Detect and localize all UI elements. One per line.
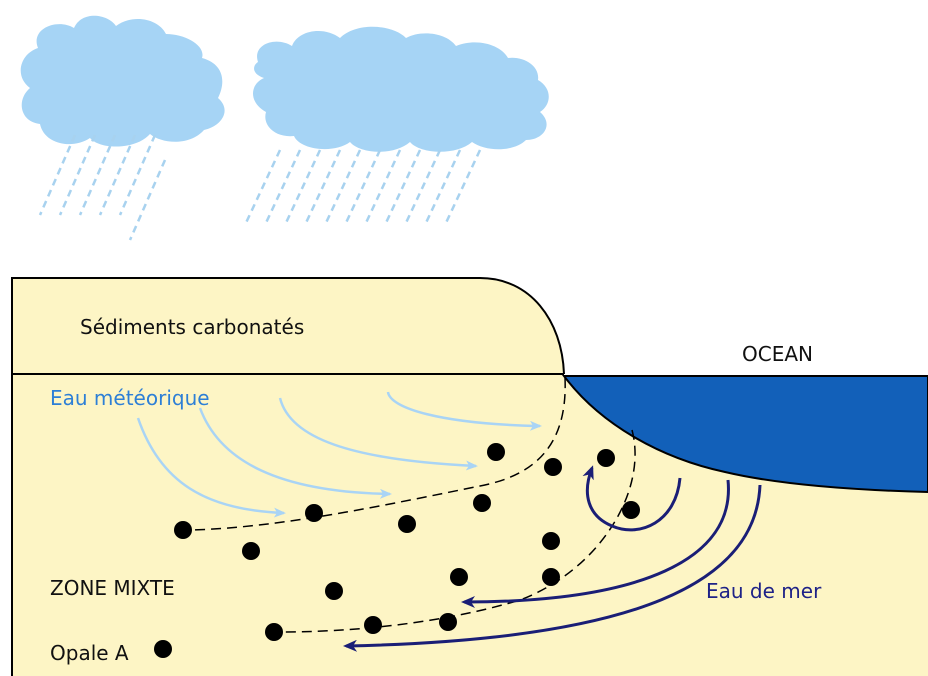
opal-dot bbox=[622, 501, 640, 519]
sediment-outline bbox=[11, 277, 565, 676]
opal-dot bbox=[544, 458, 562, 476]
opal-dot bbox=[542, 568, 560, 586]
opal-dot bbox=[242, 542, 260, 560]
opal-dot bbox=[364, 616, 382, 634]
ocean-label: OCEAN bbox=[742, 342, 813, 366]
mixing-zone-label: ZONE MIXTE bbox=[50, 576, 175, 600]
meteoric-water-label: Eau météorique bbox=[50, 386, 210, 410]
rain bbox=[38, 134, 482, 241]
ocean-water bbox=[561, 375, 928, 494]
opal-dot bbox=[265, 623, 283, 641]
opal-dot bbox=[597, 449, 615, 467]
opal-dot bbox=[450, 568, 468, 586]
opal-dot bbox=[473, 494, 491, 512]
opal-dot bbox=[439, 613, 457, 631]
meteoric-water-arrows bbox=[136, 391, 542, 518]
opal-dot bbox=[542, 532, 560, 550]
legend-opal-dot bbox=[154, 640, 172, 658]
mixing-zone-boundaries bbox=[189, 377, 636, 633]
legend-opal-label: Opale A bbox=[50, 641, 129, 665]
opal-dot bbox=[305, 504, 323, 522]
seawater-arrows bbox=[343, 465, 762, 652]
cloud-left bbox=[20, 15, 225, 147]
sediment-body bbox=[12, 278, 928, 676]
opal-dot bbox=[174, 521, 192, 539]
opal-dot bbox=[325, 582, 343, 600]
opal-dot bbox=[487, 443, 505, 461]
opal-dots bbox=[174, 443, 640, 641]
seawater-label: Eau de mer bbox=[706, 579, 822, 603]
opal-dot bbox=[398, 515, 416, 533]
cloud-right bbox=[253, 26, 549, 152]
sediments-label: Sédiments carbonatés bbox=[80, 315, 305, 339]
